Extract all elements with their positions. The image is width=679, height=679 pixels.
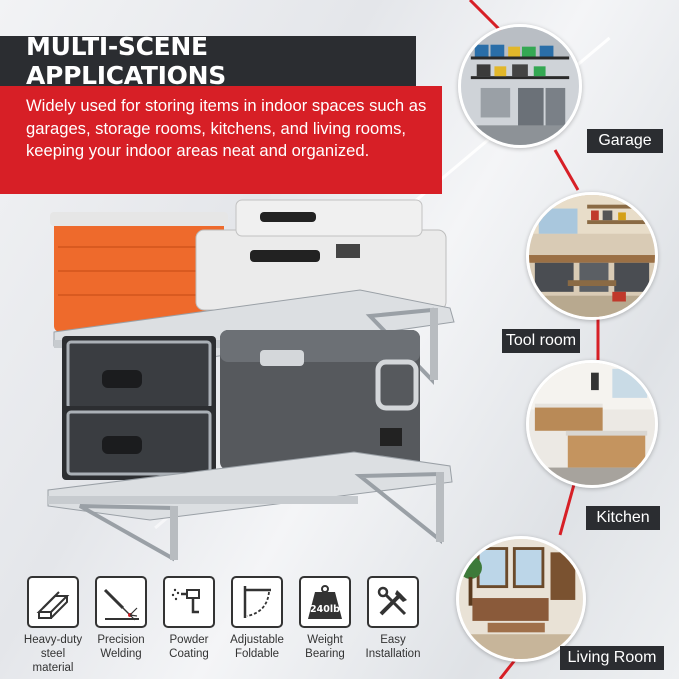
feature-weight: 240lb Weight Bearing: [294, 576, 356, 661]
spray-gun-icon: [163, 576, 215, 628]
weight-badge: 240lb: [310, 604, 340, 615]
feature-steel: Heavy-duty steel material: [22, 576, 84, 675]
feature-installation: Easy Installation: [362, 576, 424, 661]
weight-icon: 240lb: [299, 576, 351, 628]
tool-room-scene-image: [526, 192, 658, 320]
steel-beam-icon: [27, 576, 79, 628]
fold-icon: [231, 576, 283, 628]
garage-scene-image: [458, 24, 582, 148]
living-room-scene-image: [456, 536, 586, 662]
kitchen-scene-image: [526, 360, 658, 488]
scene-label-tool-room: Tool room: [502, 329, 580, 353]
wall-shelf-product-image: [47, 199, 455, 562]
scene-label-kitchen: Kitchen: [586, 506, 660, 530]
tools-icon: [367, 576, 419, 628]
feature-welding: Precision Welding: [90, 576, 152, 661]
feature-coating: Powder Coating: [158, 576, 220, 661]
feature-foldable: Adjustable Foldable: [226, 576, 288, 661]
page-title: MULTI-SCENE APPLICATIONS: [0, 32, 416, 90]
description: Widely used for storing items in indoor …: [0, 86, 442, 194]
scene-label-garage: Garage: [587, 129, 663, 153]
welding-icon: [95, 576, 147, 628]
scene-label-living-room: Living Room: [560, 646, 664, 670]
